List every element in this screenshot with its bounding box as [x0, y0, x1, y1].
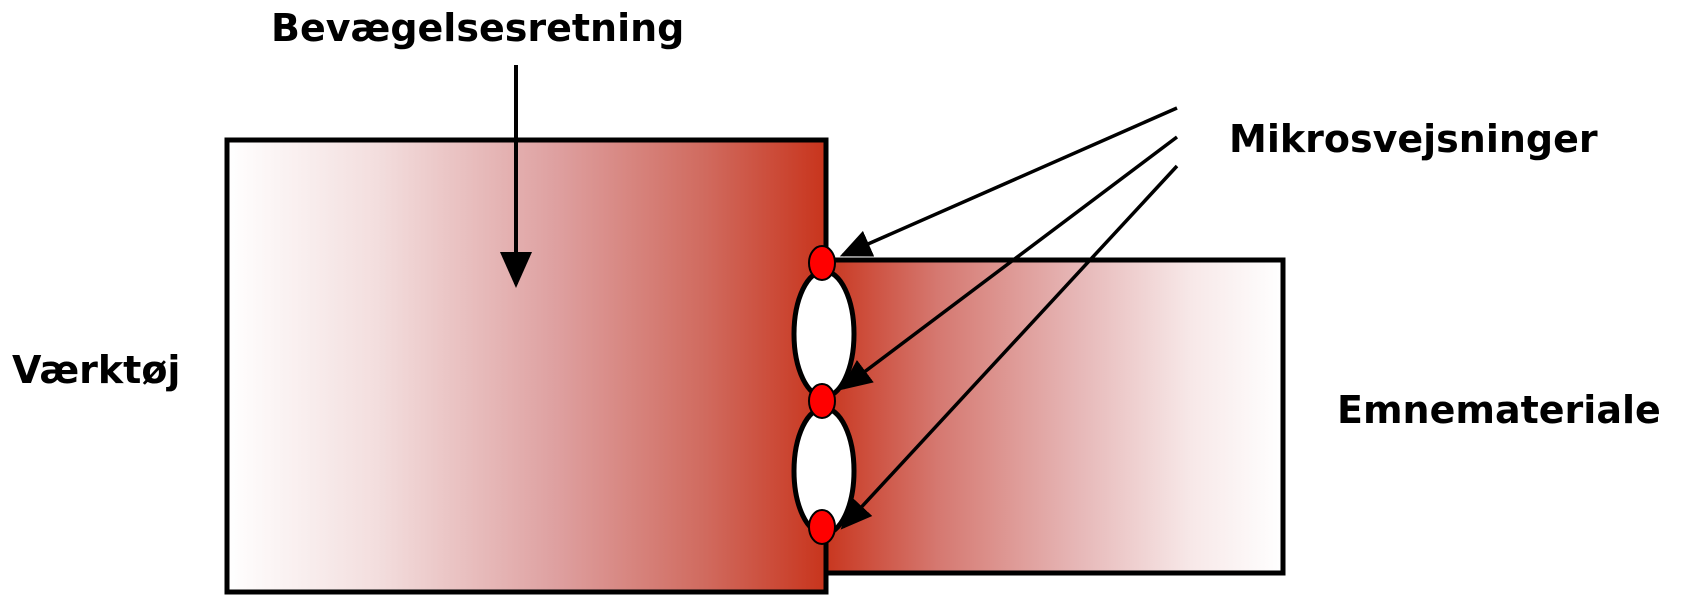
micro-weld-pointer-arrow-bottom	[840, 164, 1179, 530]
workpiece-block	[819, 257, 1286, 576]
tool-block	[224, 137, 829, 595]
tool-label: Værktøj	[12, 348, 180, 392]
interface-gap-upper	[791, 268, 857, 400]
micro-weld-pointer-arrow-middle	[840, 135, 1179, 391]
micro-weld-point-middle	[808, 383, 836, 419]
micro-weld-pointer-arrow-top	[839, 106, 1178, 257]
micro-weld-point-top	[808, 245, 836, 281]
motion-direction-label: Bevægelsesretning	[271, 6, 684, 50]
workpiece-label: Emnemateriale	[1337, 388, 1661, 432]
micro-welds-label: Mikrosvejsninger	[1229, 117, 1598, 161]
micro-weld-point-bottom	[808, 509, 836, 545]
